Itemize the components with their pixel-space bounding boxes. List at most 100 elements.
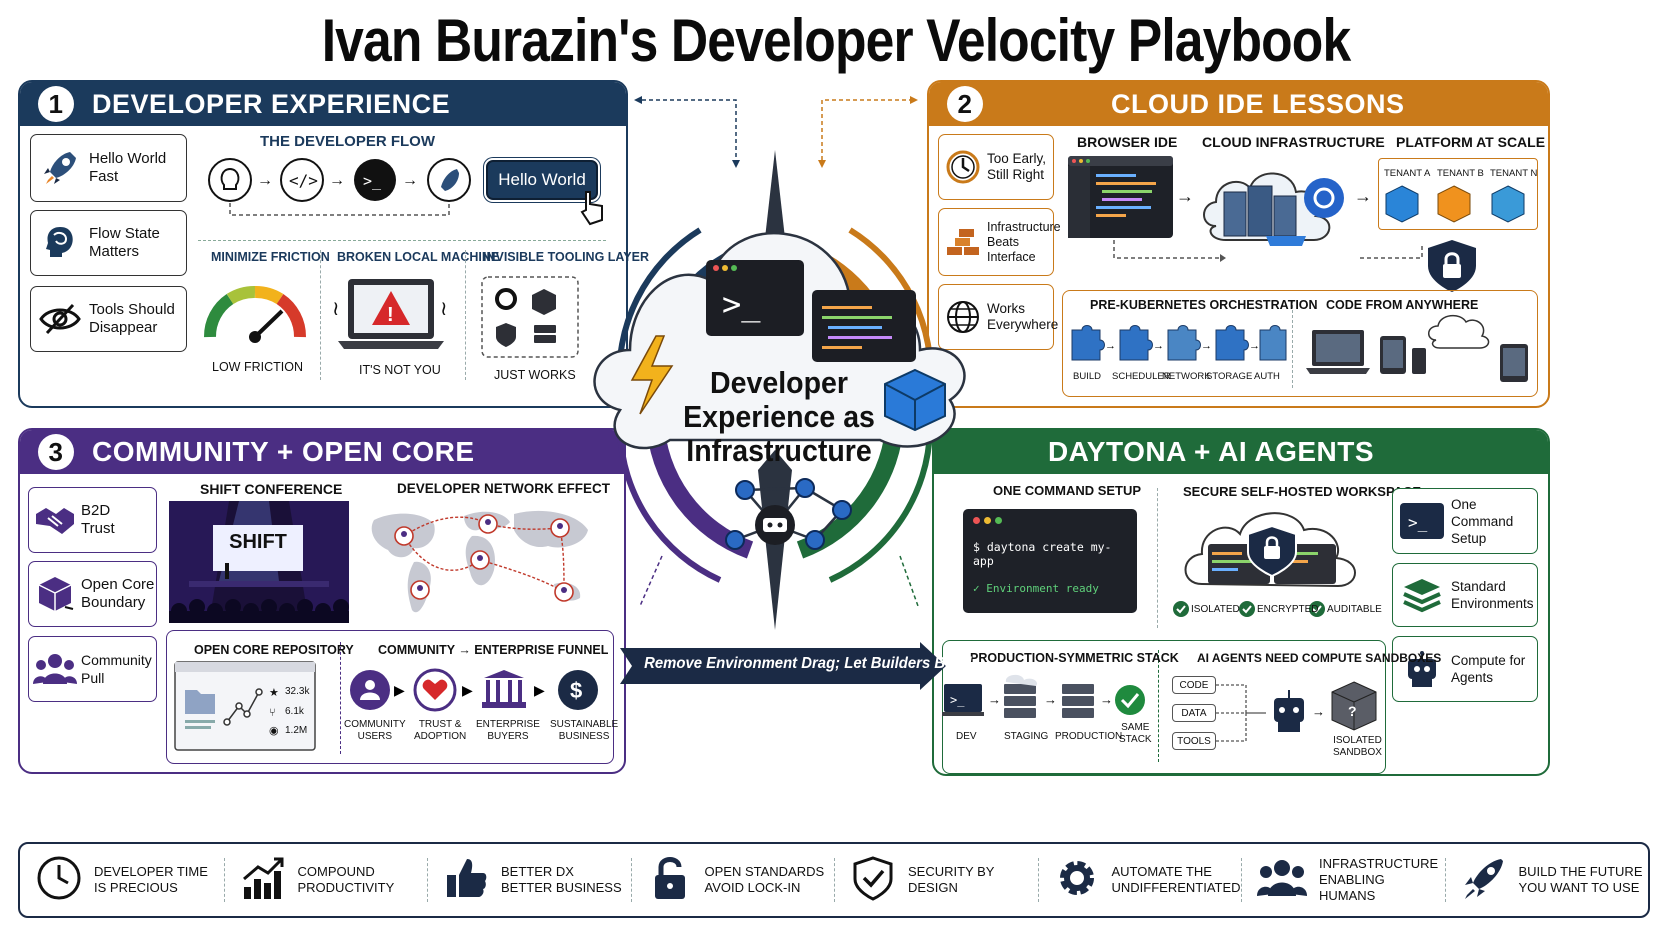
bricks-icon <box>947 229 979 255</box>
check-label: ISOLATED <box>1191 604 1240 615</box>
sub-label: OPEN CORE REPOSITORY <box>194 643 354 657</box>
page-title: Ivan Burazin's Developer Velocity Playbo… <box>321 7 1351 74</box>
svg-text:≀: ≀ <box>332 298 340 320</box>
funnel-step: COMMUNITY USERS <box>344 719 406 742</box>
sub-label: PRODUCTION-SYMMETRIC STACK <box>970 651 1179 665</box>
svg-text:→: → <box>988 692 1001 707</box>
clock-icon <box>946 150 980 184</box>
terminal-icon <box>706 260 804 336</box>
flow-label: THE DEVELOPER FLOW <box>260 133 436 150</box>
thumbs-up-icon <box>443 855 489 906</box>
panel-header: 1 DEVELOPER EXPERIENCE <box>20 82 626 126</box>
principle-divider <box>223 858 225 902</box>
principle-item: BETTER DX BETTER BUSINESS <box>443 844 627 916</box>
shield-check-icon <box>850 855 896 906</box>
sub-label: MINIMIZE FRICTION <box>211 250 330 264</box>
svg-text:▶: ▶ <box>394 682 405 698</box>
repo-stat-views: 1.2M <box>285 725 308 736</box>
terminal-command: $ daytona create my-app <box>973 540 1112 568</box>
card-works-everywhere: Works Everywhere <box>938 284 1058 350</box>
card-label: Infrastructure Beats Interface <box>987 219 1061 264</box>
banner-text: Remove Environment Drag; Let Builders Bu… <box>644 655 972 672</box>
panel-developer-experience: 1 DEVELOPER EXPERIENCE <box>18 80 628 408</box>
shield-lock-icon <box>1428 240 1476 292</box>
rocket-icon <box>44 152 76 184</box>
panel-title: COMMUNITY + OPEN CORE <box>92 436 475 467</box>
orch-item: NETWORK <box>1162 371 1211 382</box>
repo-stat-stars: 32.3k <box>285 686 310 697</box>
unlock-icon <box>647 855 693 906</box>
sub-label: PLATFORM AT SCALE <box>1396 134 1546 150</box>
svg-text:◉: ◉ <box>269 725 279 737</box>
globe-icon <box>947 301 979 333</box>
card-label: Compute for Agents <box>1451 653 1526 685</box>
svg-text:>_: >_ <box>363 172 382 190</box>
principle-divider <box>630 858 632 902</box>
git-branch-icon <box>223 688 263 726</box>
card-too-early: Too Early, Still Right <box>938 134 1054 200</box>
sub-label: PRE-KUBERNETES ORCHESTRATION <box>1090 298 1318 312</box>
clock-icon <box>36 855 82 906</box>
sub-label: COMMUNITY → ENTERPRISE FUNNEL <box>378 643 609 657</box>
check-icons <box>1173 601 1325 617</box>
sub-label: SHIFT CONFERENCE <box>200 481 343 497</box>
svg-text:→: → <box>1100 692 1113 707</box>
card-label: B2D Trust <box>81 502 115 537</box>
card-label: Works Everywhere <box>987 301 1059 332</box>
principle-label: OPEN STANDARDS AVOID LOCK-IN <box>704 864 825 895</box>
principle-label: AUTOMATE THE UNDIFFERENTIATED <box>1111 864 1241 895</box>
principle-item: SECURITY BY DESIGN <box>850 844 1034 916</box>
sub-label: CODE FROM ANYWHERE <box>1326 298 1479 312</box>
sub-label: DEVELOPER NETWORK EFFECT <box>397 481 611 496</box>
funnel-icons: ▶ ▶ ▶ $ <box>350 668 598 712</box>
funnel-step: TRUST & ADOPTION <box>414 719 467 742</box>
shift-conference-stage <box>169 501 349 623</box>
devices-cloud-icon <box>1306 314 1528 382</box>
browser-ide-window <box>1068 156 1173 238</box>
principle-item: DEVELOPER TIME IS PRECIOUS <box>36 844 220 916</box>
terminal-output: ✓ Environment ready <box>973 582 1099 595</box>
hello-world-button[interactable]: Hello World <box>486 160 598 200</box>
card-one-command-setup: >_ One Command Setup <box>1392 488 1538 554</box>
puzzle-pieces: →→→→ <box>1071 325 1287 361</box>
card-label: Standard Environments <box>1451 579 1534 611</box>
principle-label: SECURITY BY DESIGN <box>908 864 995 895</box>
svg-text:>_: >_ <box>950 693 965 707</box>
robot-icon <box>1408 651 1436 687</box>
docker-icon <box>1266 236 1306 246</box>
speedometer-gauge <box>203 286 307 343</box>
panel-header: 2 CLOUD IDE LESSONS <box>929 82 1548 126</box>
panel-title: CLOUD IDE LESSONS <box>1111 88 1405 119</box>
eye-slash-icon <box>39 303 81 335</box>
lightbulb-icon <box>208 158 252 202</box>
principle-item: AUTOMATE THE UNDIFFERENTIATED <box>1054 844 1241 916</box>
sub-label: AI AGENTS NEED COMPUTE SANDBOXES <box>1197 651 1442 665</box>
principle-divider <box>427 858 428 902</box>
stack-step: STAGING <box>1004 731 1049 742</box>
stack-step: DEV <box>956 731 977 742</box>
principle-label: DEVELOPER TIME IS PRECIOUS <box>94 864 208 895</box>
secure-workspace-cloud <box>1184 512 1356 588</box>
cube-icon <box>532 289 556 315</box>
check-label: AUDITABLE <box>1327 604 1382 615</box>
panel-community-open-core: 3 COMMUNITY + OPEN CORE <box>18 428 626 774</box>
growth-chart-icon <box>240 855 286 906</box>
center-title: Developer Experience as Infrastructure <box>683 365 875 468</box>
svg-text:→: → <box>1044 692 1057 707</box>
dollar-icon <box>558 670 598 710</box>
layers-icon <box>1403 579 1441 613</box>
panel-title: DEVELOPER EXPERIENCE <box>92 88 451 119</box>
agent-sandbox-diagram: → ? <box>1216 681 1377 742</box>
terminal-icon <box>354 159 396 201</box>
caption: JUST WORKS <box>494 368 576 382</box>
card-label: Too Early, Still Right <box>987 151 1047 182</box>
svg-text:>_: >_ <box>1408 513 1428 532</box>
sub-label: BROKEN LOCAL MACHINE <box>337 250 500 264</box>
svg-text:$: $ <box>570 678 582 703</box>
shift-sign: SHIFT <box>229 531 287 553</box>
stack-icons: >_ → → → <box>942 674 1145 718</box>
svg-text:→: → <box>1105 340 1116 352</box>
kubernetes-icon <box>1313 187 1335 209</box>
gear-icon <box>1054 855 1100 906</box>
card-open-core-boundary: Open Core Boundary <box>28 561 157 627</box>
